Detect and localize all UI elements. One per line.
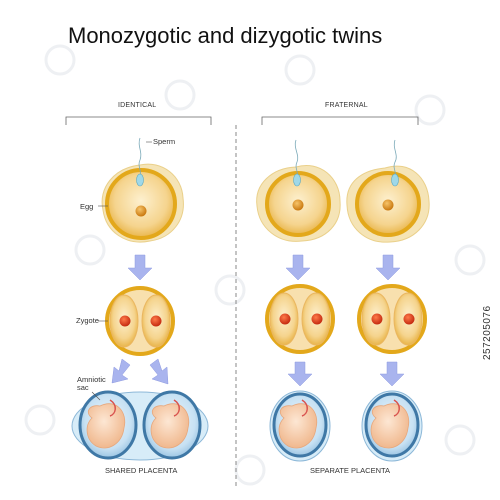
amniotic-sac-label-line2: sac — [77, 383, 89, 392]
shared-placenta-caption: SHARED PLACENTA — [105, 466, 178, 475]
background-pattern — [24, 44, 486, 486]
zygote-identical — [105, 286, 175, 356]
sperm-label: Sperm — [153, 137, 176, 146]
arrow-icon — [149, 358, 169, 385]
embryo-identical-2 — [142, 390, 202, 460]
fraternal-header: FRATERNAL — [325, 102, 368, 109]
label-leaders — [91, 141, 152, 401]
identical-bracket — [65, 116, 212, 125]
sperm-identical — [136, 137, 144, 187]
egg-label: Egg — [80, 202, 94, 211]
embryo-identical-1 — [78, 390, 138, 460]
stock-id-watermark: 257205076 — [482, 305, 493, 360]
amniotic-sac-label-line1: Amniotic — [77, 375, 106, 384]
egg-identical — [101, 163, 184, 243]
arrow-icon — [111, 358, 131, 384]
zygote-fraternal-1 — [265, 284, 335, 354]
page-title: Monozygotic and dizygotic twins — [68, 23, 383, 48]
embryo-fraternal-1 — [269, 390, 331, 462]
arrow-icon — [375, 254, 401, 281]
zygote-label: Zygote — [76, 316, 99, 325]
embryo-fraternal-2 — [361, 390, 423, 462]
separate-placenta-caption: SEPARATE PLACENTA — [310, 466, 391, 475]
sperm-fraternal-1 — [293, 139, 301, 187]
egg-fraternal-2 — [346, 165, 430, 243]
arrow-icon — [127, 254, 153, 281]
egg-fraternal-1 — [256, 165, 341, 242]
arrow-icon — [379, 361, 405, 387]
sperm-fraternal-2 — [391, 139, 399, 187]
arrow-icon — [285, 254, 311, 281]
identical-header: IDENTICAL — [118, 102, 157, 109]
arrow-icon — [287, 361, 313, 387]
fraternal-bracket — [261, 116, 419, 125]
zygote-fraternal-2 — [357, 284, 427, 354]
